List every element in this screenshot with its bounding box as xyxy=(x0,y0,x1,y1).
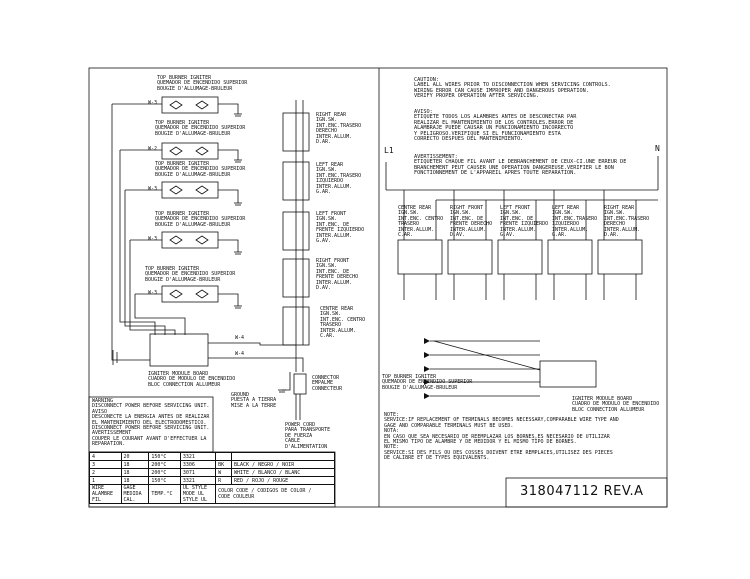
wire-table-cell: 3321 xyxy=(179,452,217,461)
wire-tag: W-3 xyxy=(148,290,158,296)
wire-table-header-cell: COLOR CODE / CODIGOS DE COLOR / CODE COU… xyxy=(215,484,335,504)
wire-table-cell: 3 xyxy=(89,460,122,469)
wire-table-header-cell: TEMP.°C xyxy=(148,484,181,504)
wire-table-cell: 3321 xyxy=(179,476,217,485)
wire-tag: W-4 xyxy=(235,335,245,341)
burner-label-2: TOP BURNER IGNITER QUEMADOR DE ENCENDIDO… xyxy=(155,120,246,137)
wire-table-cell: RED / ROJO / ROUGE xyxy=(231,476,335,485)
wire-tag: W-3 xyxy=(148,236,158,242)
right-switch-label-5: RIGHT REAR IGN.SW. INT.ENC.TRASERO DEREC… xyxy=(604,205,650,239)
wire-table-cell: BLACK / NEGRO / NOIR xyxy=(231,460,335,469)
wire-table-cell: 200°C xyxy=(148,468,181,477)
wire-table-cell: 1 xyxy=(89,476,122,485)
wire-table-cell: 200°C xyxy=(148,460,181,469)
note-text: NOTE: SERVICE:IF REPLACEMENT OF TERMINAL… xyxy=(384,412,619,462)
burner-label-3: TOP BURNER IGNITER QUEMADOR DE ENCENDIDO… xyxy=(155,161,246,178)
left-igniter-module-label: IGNITER MODULE BOARD CUADRO DE MODULO DE… xyxy=(148,371,236,388)
right-switch-label-4: LEFT REAR IGN.SW. INT.ENC.TRASERO IZQUIE… xyxy=(552,205,598,239)
wire-table-cell: 150°C xyxy=(148,476,181,485)
left-switch-label-2: LEFT REAR IGN.SW. INT.ENC.TRASERO IZQUIE… xyxy=(316,162,362,196)
part-number: 318047112 REV.A xyxy=(520,484,644,499)
right-switch-label-1: CENTRE REAR IGN.SW. INT.ENC. CENTRO TRAS… xyxy=(398,205,444,239)
burner-label-5: TOP BURNER IGNITER QUEMADOR DE ENCENDIDO… xyxy=(145,266,236,283)
left-switch-label-5: CENTRE REAR IGN.SW. INT.ENC. CENTRO TRAS… xyxy=(320,306,366,340)
warning-text: WARNING DISCONNECT POWER BEFORE SERVICIN… xyxy=(92,398,210,448)
wire-table-cell: 18 xyxy=(120,460,150,469)
wire-table-cell: 3306 xyxy=(179,460,217,469)
caution-text: CAUTION: LABEL ALL WIRES PRIOR TO DISCON… xyxy=(414,77,611,100)
left-switch-label-3: LEFT FRONT IGN.SW. INT.ENC. DE FRENTE IZ… xyxy=(316,211,365,245)
wire-table-cell: 3071 xyxy=(179,468,217,477)
right-switch-label-3: LEFT FRONT IGN.SW. INT.ENC. DE FRENTE IZ… xyxy=(500,205,549,239)
avertissement-text: AVERTISSEMENT: ETIQUETER CHAQUE FIL AVAN… xyxy=(414,154,627,177)
wire-tag: W-3 xyxy=(148,100,158,106)
wire-tag: W-2 xyxy=(148,146,158,152)
wire-table-cell: 2 xyxy=(89,468,122,477)
aviso-text: AVISO: ETIQUETE TODOS LOS ALAMBRES ANTES… xyxy=(414,109,577,143)
wire-table-cell xyxy=(231,452,335,461)
burner-label-4: TOP BURNER IGNITER QUEMADOR DE ENCENDIDO… xyxy=(155,211,246,228)
n-label: N xyxy=(655,144,660,153)
wire-table-cell: 18 xyxy=(120,476,150,485)
connector-label: CONNECTOR EMPALME CONNECTEUR xyxy=(312,375,343,392)
wire-table-cell: W xyxy=(215,468,232,477)
wire-tag: W-3 xyxy=(148,186,158,192)
wire-table-cell: 20 xyxy=(120,452,150,461)
right-burner-label: TOP BURNER IGNITER QUEMADOR DE ENCENDIDO… xyxy=(382,374,473,391)
wire-table-cell: R xyxy=(215,476,232,485)
wire-table-cell: WHITE / BLANCO / BLANC xyxy=(231,468,335,477)
left-switch-label-1: RIGHT REAR IGN.SW. INT.ENC.TRASERO DEREC… xyxy=(316,112,362,146)
l1-label: L1 xyxy=(384,146,394,155)
wire-table-cell: 18 xyxy=(120,468,150,477)
left-switch-label-4: RIGHT FRONT IGN.SW. INT.ENC. DE FRENTE D… xyxy=(316,258,359,292)
power-cord-label: POWER CORD PARA TRANSPORTE DE FUERZA CAB… xyxy=(285,422,331,450)
burner-label-1: TOP BURNER IGNITER QUEMADOR DE ENCENDIDO… xyxy=(157,75,248,92)
wire-table-header-cell: GAGE MEDIDA CAL. xyxy=(120,484,150,504)
wire-tag: W-4 xyxy=(235,351,245,357)
wire-table-header-cell: UL STYLE MODE UL STYLE UL xyxy=(179,484,217,504)
right-switch-label-2: RIGHT FRONT IGN.SW. INT.ENC. DE FRENTE D… xyxy=(450,205,493,239)
wire-table-header-cell: WIRE ALAMBRE FIL xyxy=(89,484,122,504)
wire-table-cell: BK xyxy=(215,460,232,469)
wire-table-cell: 150°C xyxy=(148,452,181,461)
wire-table-cell: 4 xyxy=(89,452,122,461)
wire-table-cell xyxy=(215,452,232,461)
ground-label: GROUND PUESTA A TIERRA MISE A LA TERRE xyxy=(231,392,277,409)
right-igniter-module-label: IGNITER MODULE BOARD CUADRO DE MODULO DE… xyxy=(572,396,660,413)
